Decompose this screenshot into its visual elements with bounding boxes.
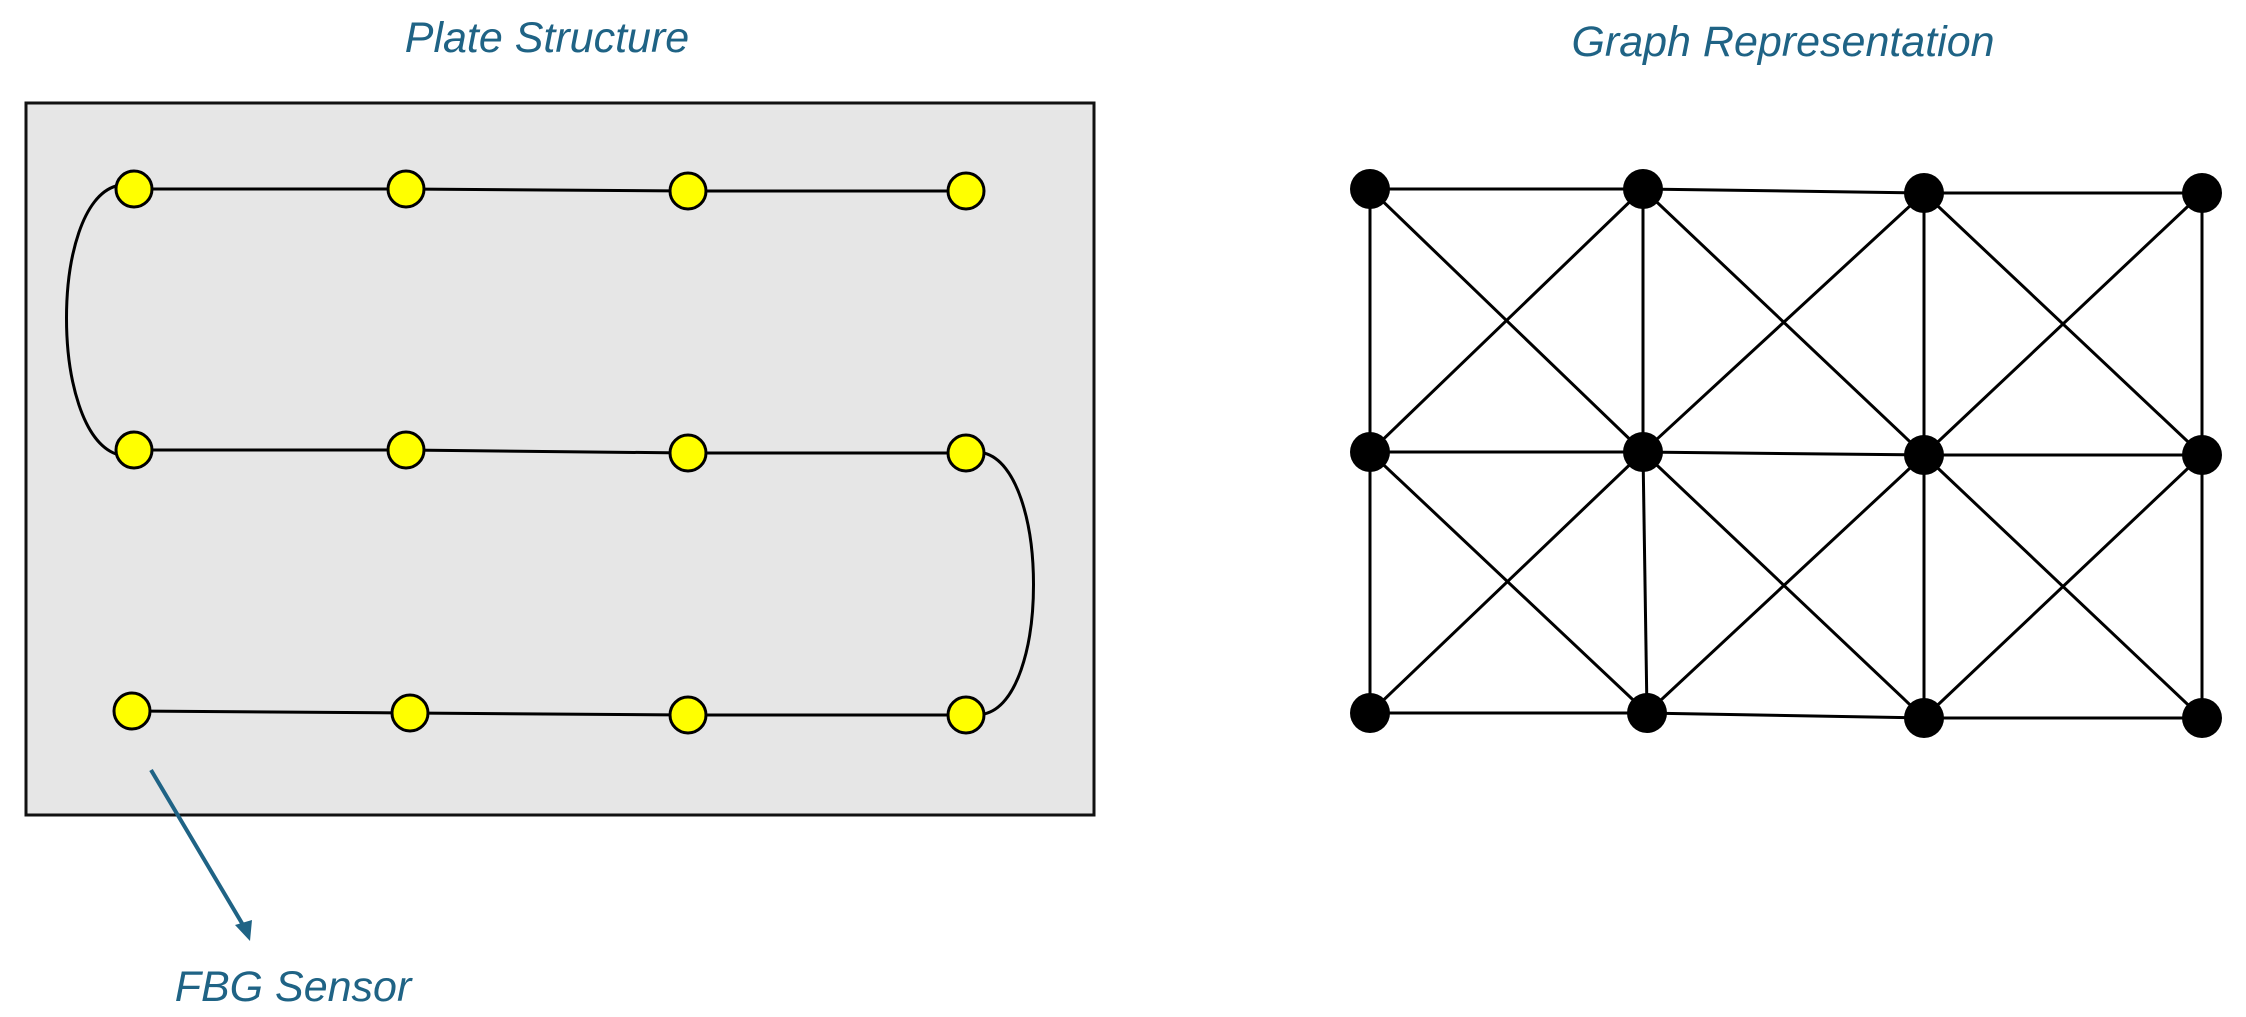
- graph-representation-title: Graph Representation: [1571, 18, 1994, 66]
- graph-node-r3-c4: [2182, 698, 2222, 738]
- fbg-sensor-r3-c4: [946, 695, 986, 735]
- graph-node-r2-c1: [1350, 432, 1390, 472]
- plate-structure-title: Plate Structure: [405, 14, 689, 62]
- graph-node-r1-c1: [1350, 169, 1390, 209]
- fiber-bend-left: [65, 184, 117, 456]
- fbg-sensor-r2-c3: [668, 433, 708, 473]
- graph-node-r1-c2: [1623, 169, 1663, 209]
- fbg-sensor-r1-c4: [946, 171, 986, 211]
- graph-edge-diagonal: [1641, 191, 1926, 454]
- edge-layer: [1368, 187, 2204, 720]
- node-layer: [1350, 169, 2222, 738]
- graph-edge-horizontal: [1642, 450, 1925, 457]
- fbg-sensor-r2-c4: [946, 433, 986, 473]
- fiber-bend-right: [983, 451, 1035, 716]
- graph-edge-diagonal: [1368, 450, 1645, 715]
- fiber-row-1: [134, 187, 966, 193]
- graph-edge-vertical: [1641, 451, 1649, 714]
- plate-panel: FBG Sensor: [24, 101, 1096, 1011]
- sensor-pointer-arrowhead: [235, 920, 252, 941]
- fbg-sensor-r1-c3: [668, 171, 708, 211]
- graph-edge-diagonal: [1368, 187, 1645, 454]
- fbg-sensor-r3-c1: [112, 691, 152, 731]
- fbg-sensor-r3-c3: [668, 695, 708, 735]
- graph-edge-horizontal: [1642, 187, 1925, 195]
- graph-panel: [1350, 169, 2222, 738]
- graph-node-r3-c1: [1350, 693, 1390, 733]
- graph-edge-diagonal: [1645, 453, 1926, 715]
- graph-edge-diagonal: [1922, 453, 2204, 720]
- fbg-sensor-r3-c2: [390, 693, 430, 733]
- fbg-sensor-label: FBG Sensor: [175, 963, 413, 1011]
- plate-rectangle: [24, 101, 1096, 817]
- fiber-row-2: [134, 448, 966, 455]
- sensor-layer: [112, 169, 986, 735]
- fbg-sensor-r2-c2: [386, 430, 426, 470]
- fbg-sensor-r1-c2: [386, 169, 426, 209]
- graph-node-r3-c2: [1627, 693, 1667, 733]
- graph-edge-horizontal: [1646, 711, 1925, 720]
- fbg-sensor-r2-c1: [114, 430, 154, 470]
- fiber-path: [65, 184, 1035, 717]
- graph-node-r3-c3: [1904, 698, 1944, 738]
- graph-edge-diagonal: [1922, 191, 2204, 457]
- graph-node-r2-c4: [2182, 435, 2222, 475]
- sensor-pointer-arrow-shaft: [149, 768, 248, 932]
- fbg-sensor-r1-c1: [114, 169, 154, 209]
- fiber-row-3: [131, 709, 966, 717]
- graph-node-r1-c4: [2182, 173, 2222, 213]
- graph-node-r2-c2: [1623, 432, 1663, 472]
- graph-node-r2-c3: [1904, 435, 1944, 475]
- graph-node-r1-c3: [1904, 173, 1944, 213]
